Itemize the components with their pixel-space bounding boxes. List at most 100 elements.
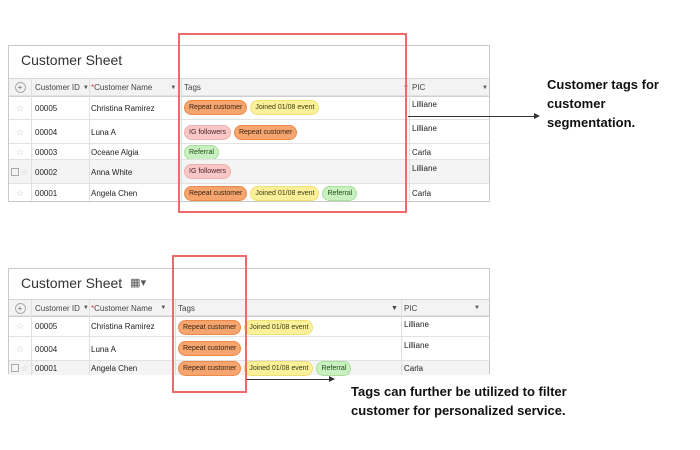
customer-id-cell[interactable]: 00004 [35,344,58,354]
caret-down-icon: ▼ [482,84,488,91]
customer-id-cell[interactable]: 00005 [35,103,58,113]
tag-joined-event[interactable]: Joined 01/08 event [244,360,314,376]
pic-sort-button[interactable]: ▼ [479,79,488,96]
tag-referral[interactable]: Referral [322,186,358,201]
bottom-customer-sheet: Customer Sheet ▦▾ + Customer ID▼ *Custom… [8,268,490,376]
row-select[interactable]: ☆ [9,160,31,184]
pic-cell[interactable]: Carla [412,147,432,157]
tag-joined-event[interactable]: Joined 01/08 event [250,186,320,201]
table-row[interactable]: ☆ 00004 Luna A Repeat customer Lilliane [9,336,489,361]
customer-id-cell[interactable]: 00003 [35,147,58,157]
customer-name-cell[interactable]: Oceane Algia [91,147,139,157]
plus-icon: + [14,302,26,314]
checkbox[interactable] [11,364,20,372]
tag-repeat-customer[interactable]: Repeat customer [178,320,242,335]
row-select[interactable]: ☆ [9,361,31,375]
row-select[interactable]: ☆ [9,96,31,120]
star-icon[interactable]: ☆ [15,343,25,354]
customer-id-cell[interactable]: 00002 [35,167,58,177]
column-header-customer-name[interactable]: *Customer Name▼ [91,303,167,313]
table-row[interactable]: ☆ 00005 Christina Ramirez Repeat custome… [9,95,489,120]
customer-name-cell[interactable]: Christina Ramirez [91,103,155,113]
customer-id-cell[interactable]: 00004 [35,127,58,137]
sheet-title: Customer Sheet ▦▾ [9,269,489,297]
add-row-button[interactable]: + [9,79,31,96]
table-header: + Customer ID▼ *Customer Name▼ Tags ▼ PI… [9,299,489,317]
row-select[interactable]: ☆ [9,337,31,361]
callout-top: Customer tags for customer segmentation. [547,75,659,132]
pic-cell[interactable]: Carla [412,189,432,198]
customer-id-cell[interactable]: 00001 [35,363,58,373]
tag-referral[interactable]: Referral [316,360,352,376]
pic-cell[interactable]: Lilliane [404,341,429,350]
column-header-customer-id[interactable]: Customer ID▼ [35,303,89,313]
pic-cell[interactable]: Lilliane [412,164,437,173]
tag-joined-event[interactable]: Joined 01/08 event [250,100,320,115]
checkbox[interactable] [11,168,20,176]
star-icon[interactable]: ☆ [15,188,25,198]
customer-name-cell[interactable]: Angela Chen [91,189,138,198]
table-row[interactable]: ☆ 00002 Anna White IG followers Lilliane [9,159,489,184]
star-icon[interactable]: ☆ [15,146,25,157]
pic-cell[interactable]: Lilliane [404,320,429,329]
callout-connector-line [408,116,536,117]
customer-name-cell[interactable]: Christina Ramirez [91,322,155,331]
tag-repeat-customer[interactable]: Repeat customer [184,186,248,201]
pic-cell[interactable]: Lilliane [412,100,437,109]
caret-down-icon[interactable]: ▼ [82,305,89,311]
column-header-pic[interactable]: PIC [404,303,418,313]
tags-cell[interactable]: Repeat customer [178,337,244,361]
tag-repeat-customer[interactable]: Repeat customer [233,124,298,140]
caret-down-icon[interactable]: ▼ [160,305,167,311]
caret-down-icon[interactable]: ▼ [170,84,177,91]
pic-cell[interactable]: Lilliane [412,124,437,133]
star-icon[interactable]: ☆ [15,321,25,331]
customer-name-cell[interactable]: Luna A [91,344,116,354]
star-icon[interactable]: ☆ [20,362,29,373]
tag-ig-followers[interactable]: IG followers [184,124,231,140]
star-icon[interactable]: ☆ [15,102,25,113]
tag-repeat-customer[interactable]: Repeat customer [178,341,242,356]
tag-joined-event[interactable]: Joined 01/08 event [244,320,314,335]
tag-ig-followers[interactable]: IG followers [184,164,231,179]
table-row[interactable]: ☆ 00003 Oceane Algia Referral Carla [9,143,489,160]
top-customer-sheet: Customer Sheet + Customer ID▼ *Customer … [8,45,490,203]
customer-name-cell[interactable]: Luna A [91,127,116,137]
tag-repeat-customer[interactable]: Repeat customer [184,100,248,115]
table-row[interactable]: ☆ 00005 Christina Ramirez Repeat custome… [9,315,489,337]
row-select[interactable]: ☆ [9,144,31,160]
grid-view-icon[interactable]: ▦▾ [130,276,147,289]
row-select[interactable]: ☆ [9,316,31,337]
callout-bottom-line: customer for personalized service. [351,403,566,418]
row-select[interactable]: ☆ [9,184,31,203]
filter-icon[interactable]: ▼ [391,304,398,312]
star-icon[interactable]: ☆ [15,126,25,137]
caret-down-icon[interactable]: ▼ [82,84,89,91]
customer-name-cell[interactable]: Anna White [91,167,133,177]
column-header-tags[interactable]: Tags [178,303,195,313]
customer-name-cell[interactable]: Angela Chen [91,363,138,373]
tags-column-highlight [172,255,247,393]
tags-cell[interactable]: IG followers [184,160,234,184]
row-select[interactable]: ☆ [9,120,31,144]
column-header-customer-id[interactable]: Customer ID▼ [35,83,89,92]
customer-id-cell[interactable]: 00001 [35,189,58,198]
tag-repeat-customer[interactable]: Repeat customer [178,360,242,376]
plus-icon: + [14,82,26,93]
customer-id-cell[interactable]: 00005 [35,322,58,331]
column-header-tags[interactable]: Tags [184,83,201,92]
column-header-pic[interactable]: PIC [412,83,426,92]
pic-sort-button[interactable]: ▼ [471,300,480,316]
pic-cell[interactable]: Carla [404,363,424,373]
add-row-button[interactable]: + [9,300,31,316]
column-header-customer-name[interactable]: *Customer Name▼ [91,83,177,92]
star-icon[interactable]: ☆ [20,166,29,177]
